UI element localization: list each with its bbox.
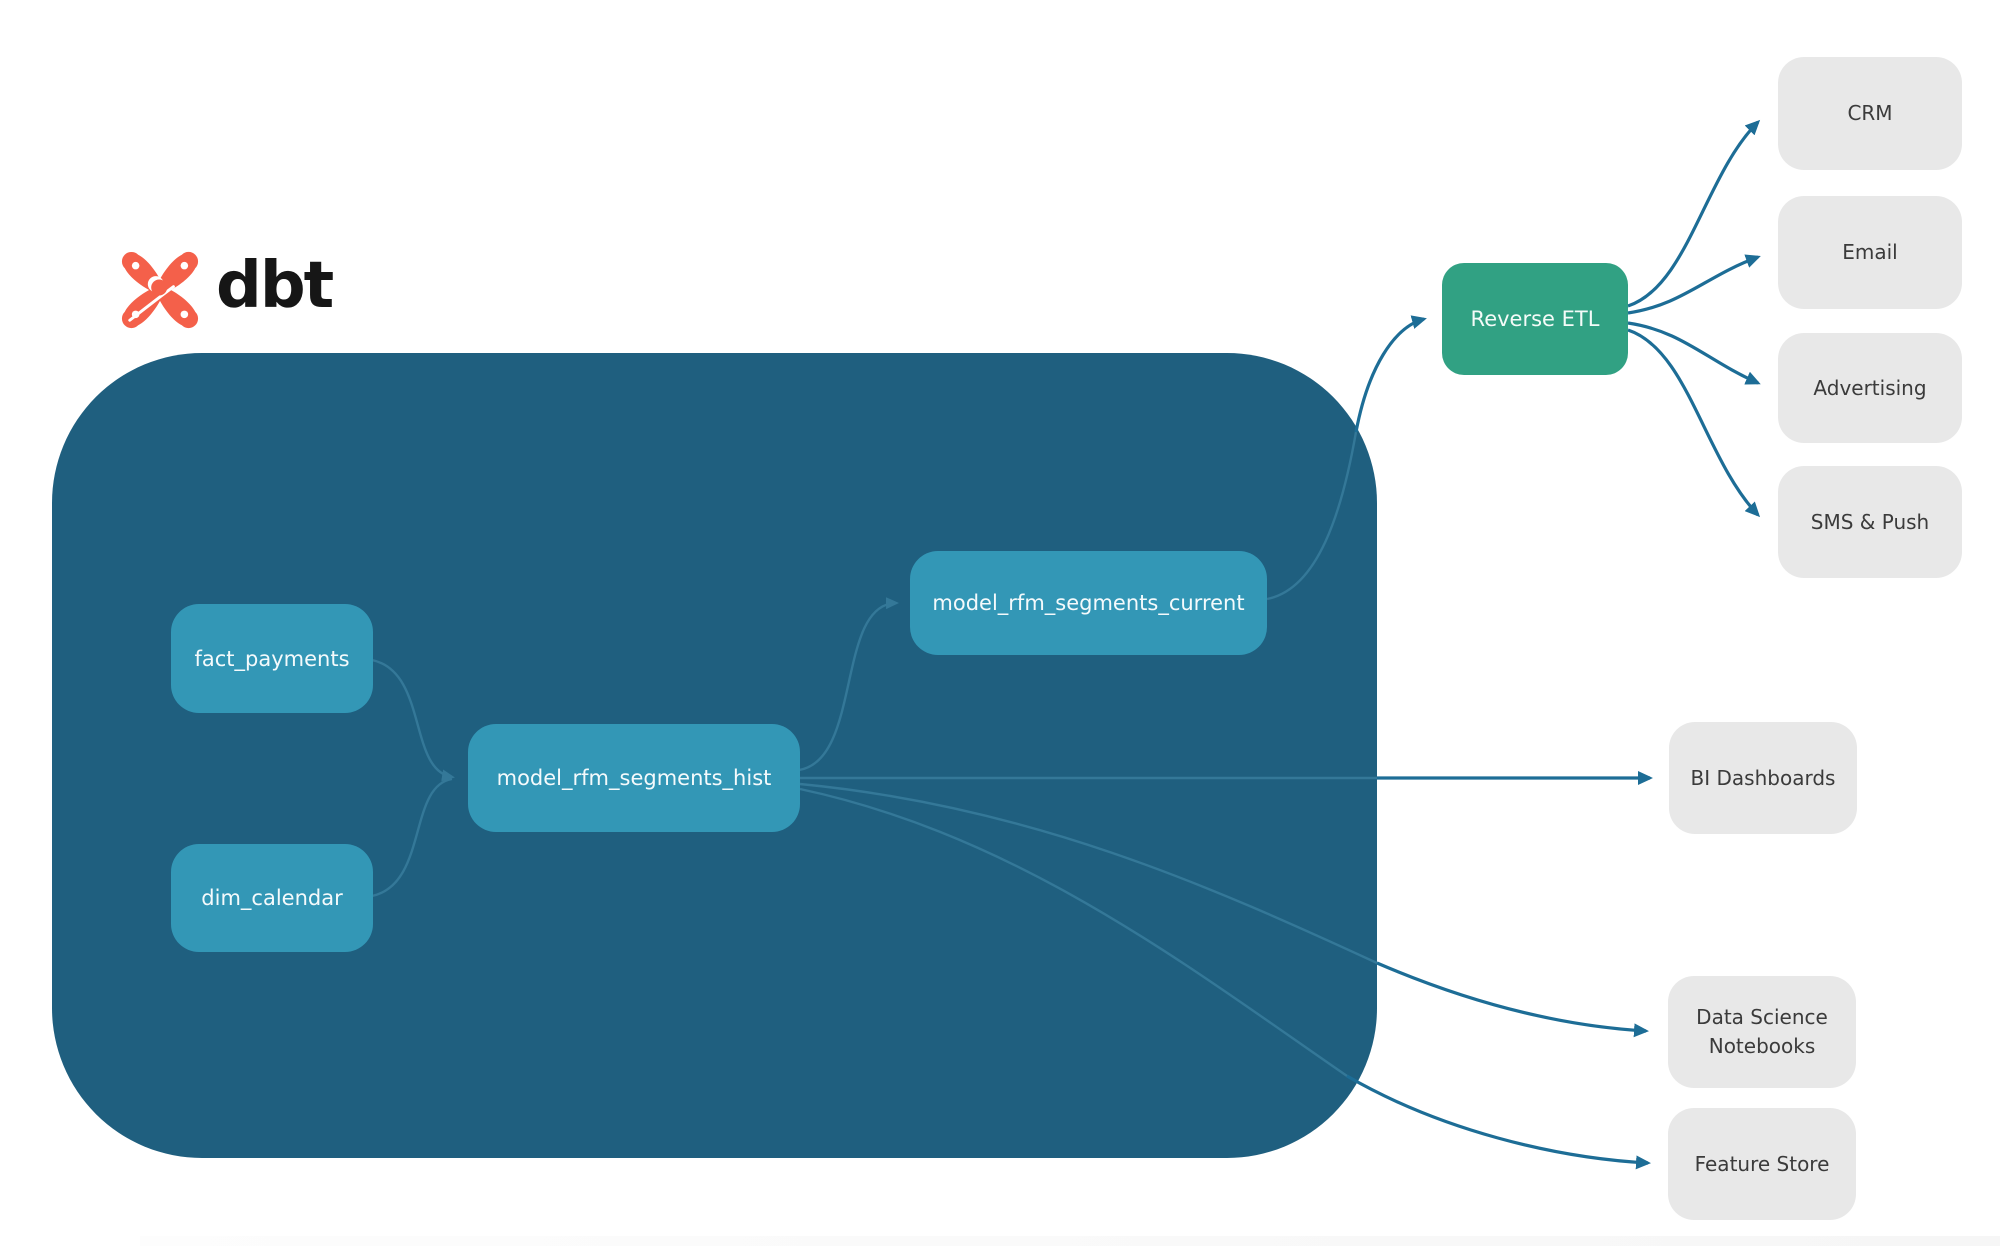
- node-label: model_rfm_segments_current: [932, 591, 1245, 615]
- dbt-logo-text: dbt: [216, 249, 334, 323]
- node-advertising: Advertising: [1778, 333, 1962, 443]
- edge-reverse-etl-to-email: [1627, 254, 1761, 315]
- node-reverse-etl: Reverse ETL: [1442, 263, 1628, 375]
- edge-hist-to-feature-store-outside: [1346, 1074, 1651, 1170]
- edge-hist-to-notebooks-outside: [1376, 961, 1649, 1038]
- edge-reverse-etl-to-sms-push: [1627, 328, 1761, 518]
- edge-reverse-etl-to-advertising: [1627, 321, 1761, 385]
- dbt-logo: dbt: [118, 248, 334, 332]
- node-label: fact_payments: [194, 646, 350, 671]
- edge-reverse-etl-to-crm: [1627, 119, 1761, 308]
- edge-current-to-reverse-etl-outside: [1354, 315, 1427, 433]
- bottom-edge-shadow: [140, 1236, 2000, 1246]
- node-sms-push: SMS & Push: [1778, 466, 1962, 578]
- node-label: Data Science Notebooks: [1696, 1005, 1828, 1058]
- node-label: SMS & Push: [1810, 509, 1930, 534]
- node-data-science-notebooks: Data Science Notebooks: [1668, 976, 1856, 1088]
- node-crm: CRM: [1778, 57, 1962, 170]
- node-email: Email: [1778, 196, 1962, 309]
- node-model-rfm-segments-current: model_rfm_segments_current: [910, 551, 1267, 655]
- node-label: Feature Store: [1694, 1151, 1830, 1176]
- node-label: CRM: [1847, 101, 1893, 125]
- node-model-rfm-segments-hist: model_rfm_segments_hist: [468, 724, 800, 832]
- node-feature-store: Feature Store: [1668, 1108, 1856, 1220]
- node-dim-calendar: dim_calendar: [171, 844, 373, 952]
- node-label: model_rfm_segments_hist: [496, 766, 772, 790]
- dbt-logo-icon: [121, 251, 199, 329]
- node-label: Advertising: [1813, 375, 1927, 400]
- node-bi-dashboards: BI Dashboards: [1669, 722, 1857, 834]
- node-fact-payments: fact_payments: [171, 604, 373, 713]
- node-label: dim_calendar: [201, 886, 343, 910]
- node-label: Email: [1842, 240, 1898, 264]
- node-label: BI Dashboards: [1690, 765, 1836, 790]
- node-label: Reverse ETL: [1470, 307, 1600, 331]
